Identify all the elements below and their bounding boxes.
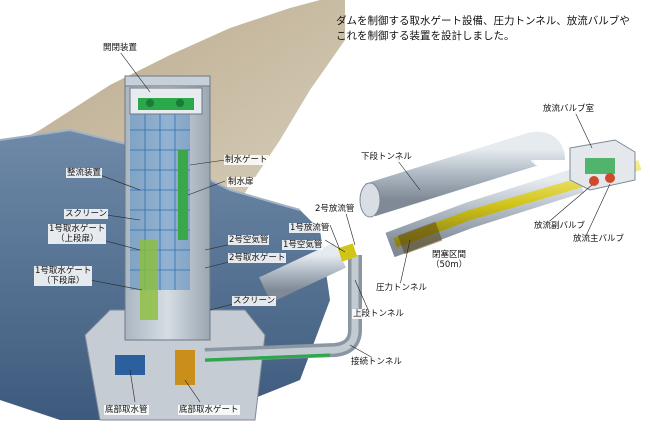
description-caption: ダムを制御する取水ゲート設備、圧力トンネル、放流バルブや これを制御する装置を設… <box>336 14 636 44</box>
label-discharge-pipe-2: 2号放流管 <box>314 204 355 214</box>
label-intake-gate-1-lower-line2: （下段扉） <box>35 276 91 286</box>
caption-line-1: ダムを制御する取水ゲート設備、圧力トンネル、放流バルブや <box>336 14 636 29</box>
sub-valve-mark <box>589 176 599 186</box>
bottom-intake-machinery <box>115 355 145 375</box>
label-bottom-intake-pipe: 底部取水管 <box>104 405 149 415</box>
bottom-gate-machinery <box>175 350 195 385</box>
label-bottom-intake-gate: 底部取水ゲート <box>178 405 240 415</box>
label-closed-section: 閉塞区間 （50m） <box>430 250 468 270</box>
label-lower-tunnel: 下段トンネル <box>360 152 413 162</box>
label-sub-valve: 放流副バルブ <box>533 221 586 231</box>
caption-line-2: これを制御する装置を設計しました。 <box>336 29 636 44</box>
label-seisui-gate: 制水ゲート <box>224 155 269 165</box>
label-screen-upper: スクリーン <box>64 209 108 219</box>
label-closed-section-line2: （50m） <box>431 260 467 270</box>
label-intake-gate-1-upper: 1号取水ゲート （上段扉） <box>48 224 106 244</box>
label-air-pipe-1: 1号空気管 <box>282 240 323 250</box>
label-closed-section-line1: 閉塞区間 <box>431 250 467 260</box>
label-seiryu-souchi: 整流装置 <box>66 168 102 178</box>
main-valve-mark <box>605 173 615 183</box>
label-screen-lower: スクリーン <box>232 296 276 306</box>
label-pressure-tunnel: 圧力トンネル <box>375 283 428 293</box>
label-intake-gate-1-lower-line1: 1号取水ゲート <box>35 266 91 276</box>
label-discharge-valve-room: 放流バルブ室 <box>542 104 595 114</box>
label-seisui-ran: 制水扉 <box>227 177 255 187</box>
label-air-pipe-2: 2号空気管 <box>228 235 269 245</box>
label-connecting-tunnel: 接続トンネル <box>350 357 403 367</box>
label-intake-gate-1-upper-line2: （上段扉） <box>49 234 105 244</box>
label-kaihei-souchi: 開閉装置 <box>102 43 138 53</box>
label-intake-gate-1-lower: 1号取水ゲート （下段扉） <box>34 266 92 286</box>
label-main-valve: 放流主バルブ <box>572 234 625 244</box>
label-upper-tunnel: 上段トンネル <box>352 309 405 319</box>
gate-frame <box>178 150 188 240</box>
label-intake-gate-1-upper-line1: 1号取水ゲート <box>49 224 105 234</box>
label-discharge-pipe-1: 1号放流管 <box>289 223 330 233</box>
label-intake-gate-2: 2号取水ゲート <box>228 253 286 263</box>
